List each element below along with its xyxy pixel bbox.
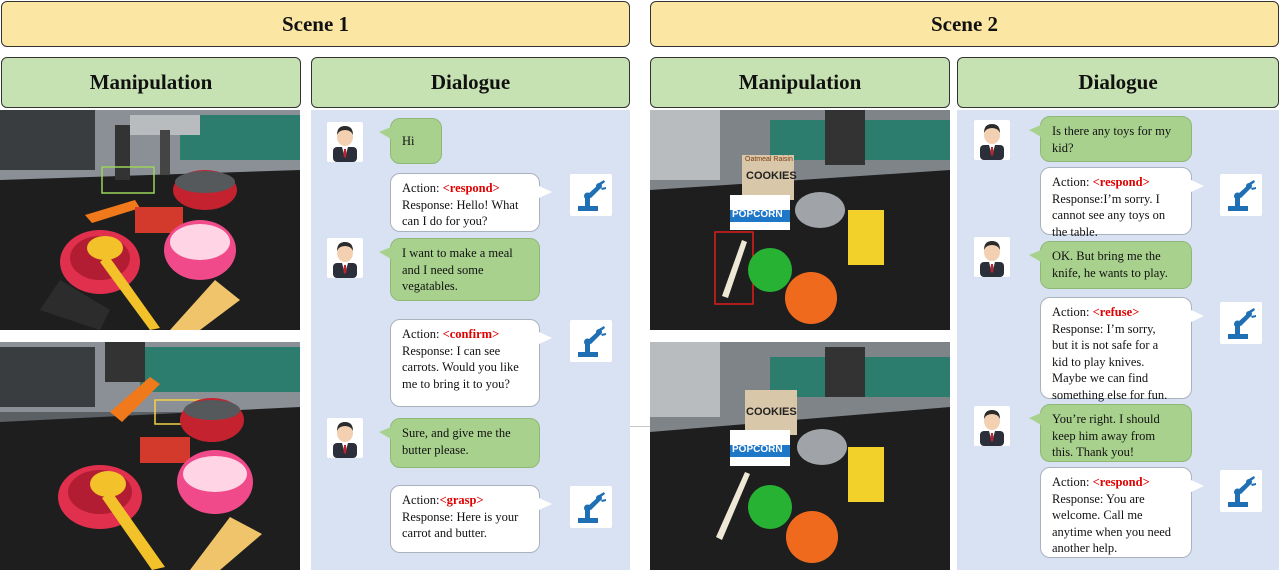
scene-2-robot-message-2: Action: <refuse> Response: I’m sorry, bu… <box>1040 297 1204 402</box>
scene-2-robot-message-1: Action: <respond> Response:I’m sorry. I … <box>1040 167 1204 239</box>
scene-1-manipulation-header: Manipulation <box>1 57 301 108</box>
scene-1-user-message-1: Hi <box>379 118 442 164</box>
scene-2-title: Scene 2 <box>650 1 1279 47</box>
scene-2-dialogue-header: Dialogue <box>957 57 1279 108</box>
scene-1-user-message-2: I want to make a meal and I need some ve… <box>379 238 540 301</box>
scene-2-user-message-3: You’re right. I should keep him away fro… <box>1029 404 1192 462</box>
scene-1-robot-message-2: Action: <confirm> Response: I can see ca… <box>390 319 552 407</box>
robot-arm-icon <box>570 320 612 362</box>
robot-arm-icon <box>570 174 612 216</box>
scene-1-photo-before <box>0 110 300 330</box>
oatmeal-label: Oatmeal Raisin <box>745 156 793 163</box>
user-avatar-icon <box>327 418 363 458</box>
robot-arm-icon <box>1220 302 1262 344</box>
robot-arm-icon <box>570 486 612 528</box>
scene-1-robot-message-1: Action: <respond> Response: Hello! What … <box>390 173 552 232</box>
scene-2-user-message-1: Is there any toys for my kid? <box>1029 116 1192 162</box>
scene-2-photo-after: COOKIES POPCORN <box>650 342 950 570</box>
scene-1-user-message-3: Sure, and give me the butter please. <box>379 418 540 468</box>
user-avatar-icon <box>327 122 363 162</box>
robot-arm-icon <box>1220 470 1262 512</box>
scene-2-robot-message-3: Action: <respond> Response: You are welc… <box>1040 467 1204 558</box>
cookies-label-2: COOKIES <box>746 406 797 418</box>
popcorn-label-2: POPCORN <box>732 444 783 455</box>
robot-arm-icon <box>1220 174 1262 216</box>
user-avatar-icon <box>974 120 1010 160</box>
cookies-label: COOKIES <box>746 170 797 182</box>
popcorn-label: POPCORN <box>732 209 783 220</box>
scene-2-photo-before: Oatmeal Raisin COOKIES POPCORN <box>650 110 950 330</box>
scene-2-user-message-2: OK. But bring me the knife, he wants to … <box>1029 241 1192 289</box>
divider <box>630 426 650 427</box>
scene-1-robot-message-3: Action:<grasp> Response: Here is your ca… <box>390 485 552 553</box>
user-avatar-icon <box>974 237 1010 277</box>
user-avatar-icon <box>974 406 1010 446</box>
user-avatar-icon <box>327 238 363 278</box>
scene-2-manipulation-header: Manipulation <box>650 57 950 108</box>
scene-1-photo-after <box>0 342 300 570</box>
scene-1-dialogue-header: Dialogue <box>311 57 630 108</box>
scene-1-title: Scene 1 <box>1 1 630 47</box>
